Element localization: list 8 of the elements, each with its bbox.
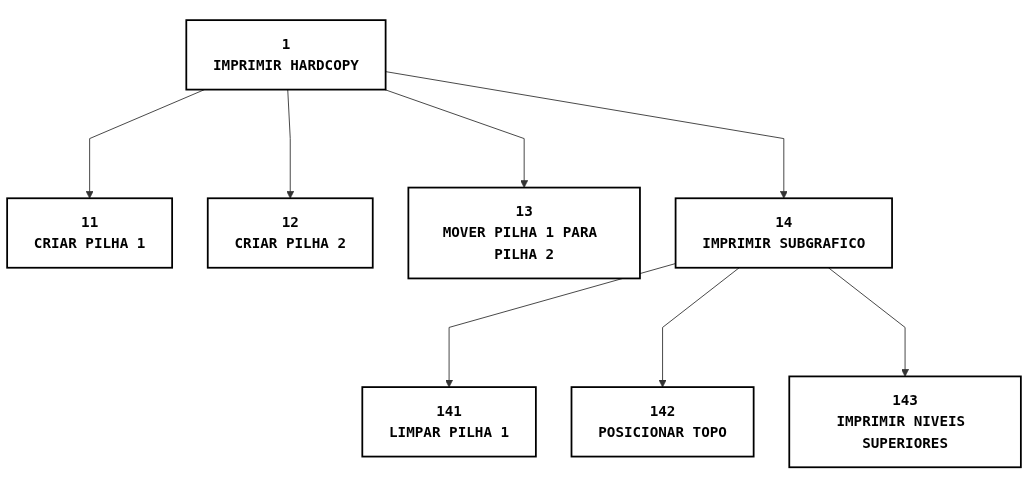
node-box: 12 CRIAR PILHA 2: [206, 197, 374, 269]
node-box: 11 CRIAR PILHA 1: [6, 197, 173, 269]
node-box: 14 IMPRIMIR SUBGRAFICO: [674, 197, 893, 269]
node-box: 1 IMPRIMIR HARDCOPY: [185, 19, 387, 91]
node-box: 141 LIMPAR PILHA 1: [361, 386, 537, 458]
node-box: 143 IMPRIMIR NIVEIS SUPERIORES: [788, 375, 1022, 468]
node-box: 13 MOVER PILHA 1 PARA PILHA 2: [407, 186, 641, 280]
node-box: 142 POSICIONAR TOPO: [570, 386, 755, 458]
